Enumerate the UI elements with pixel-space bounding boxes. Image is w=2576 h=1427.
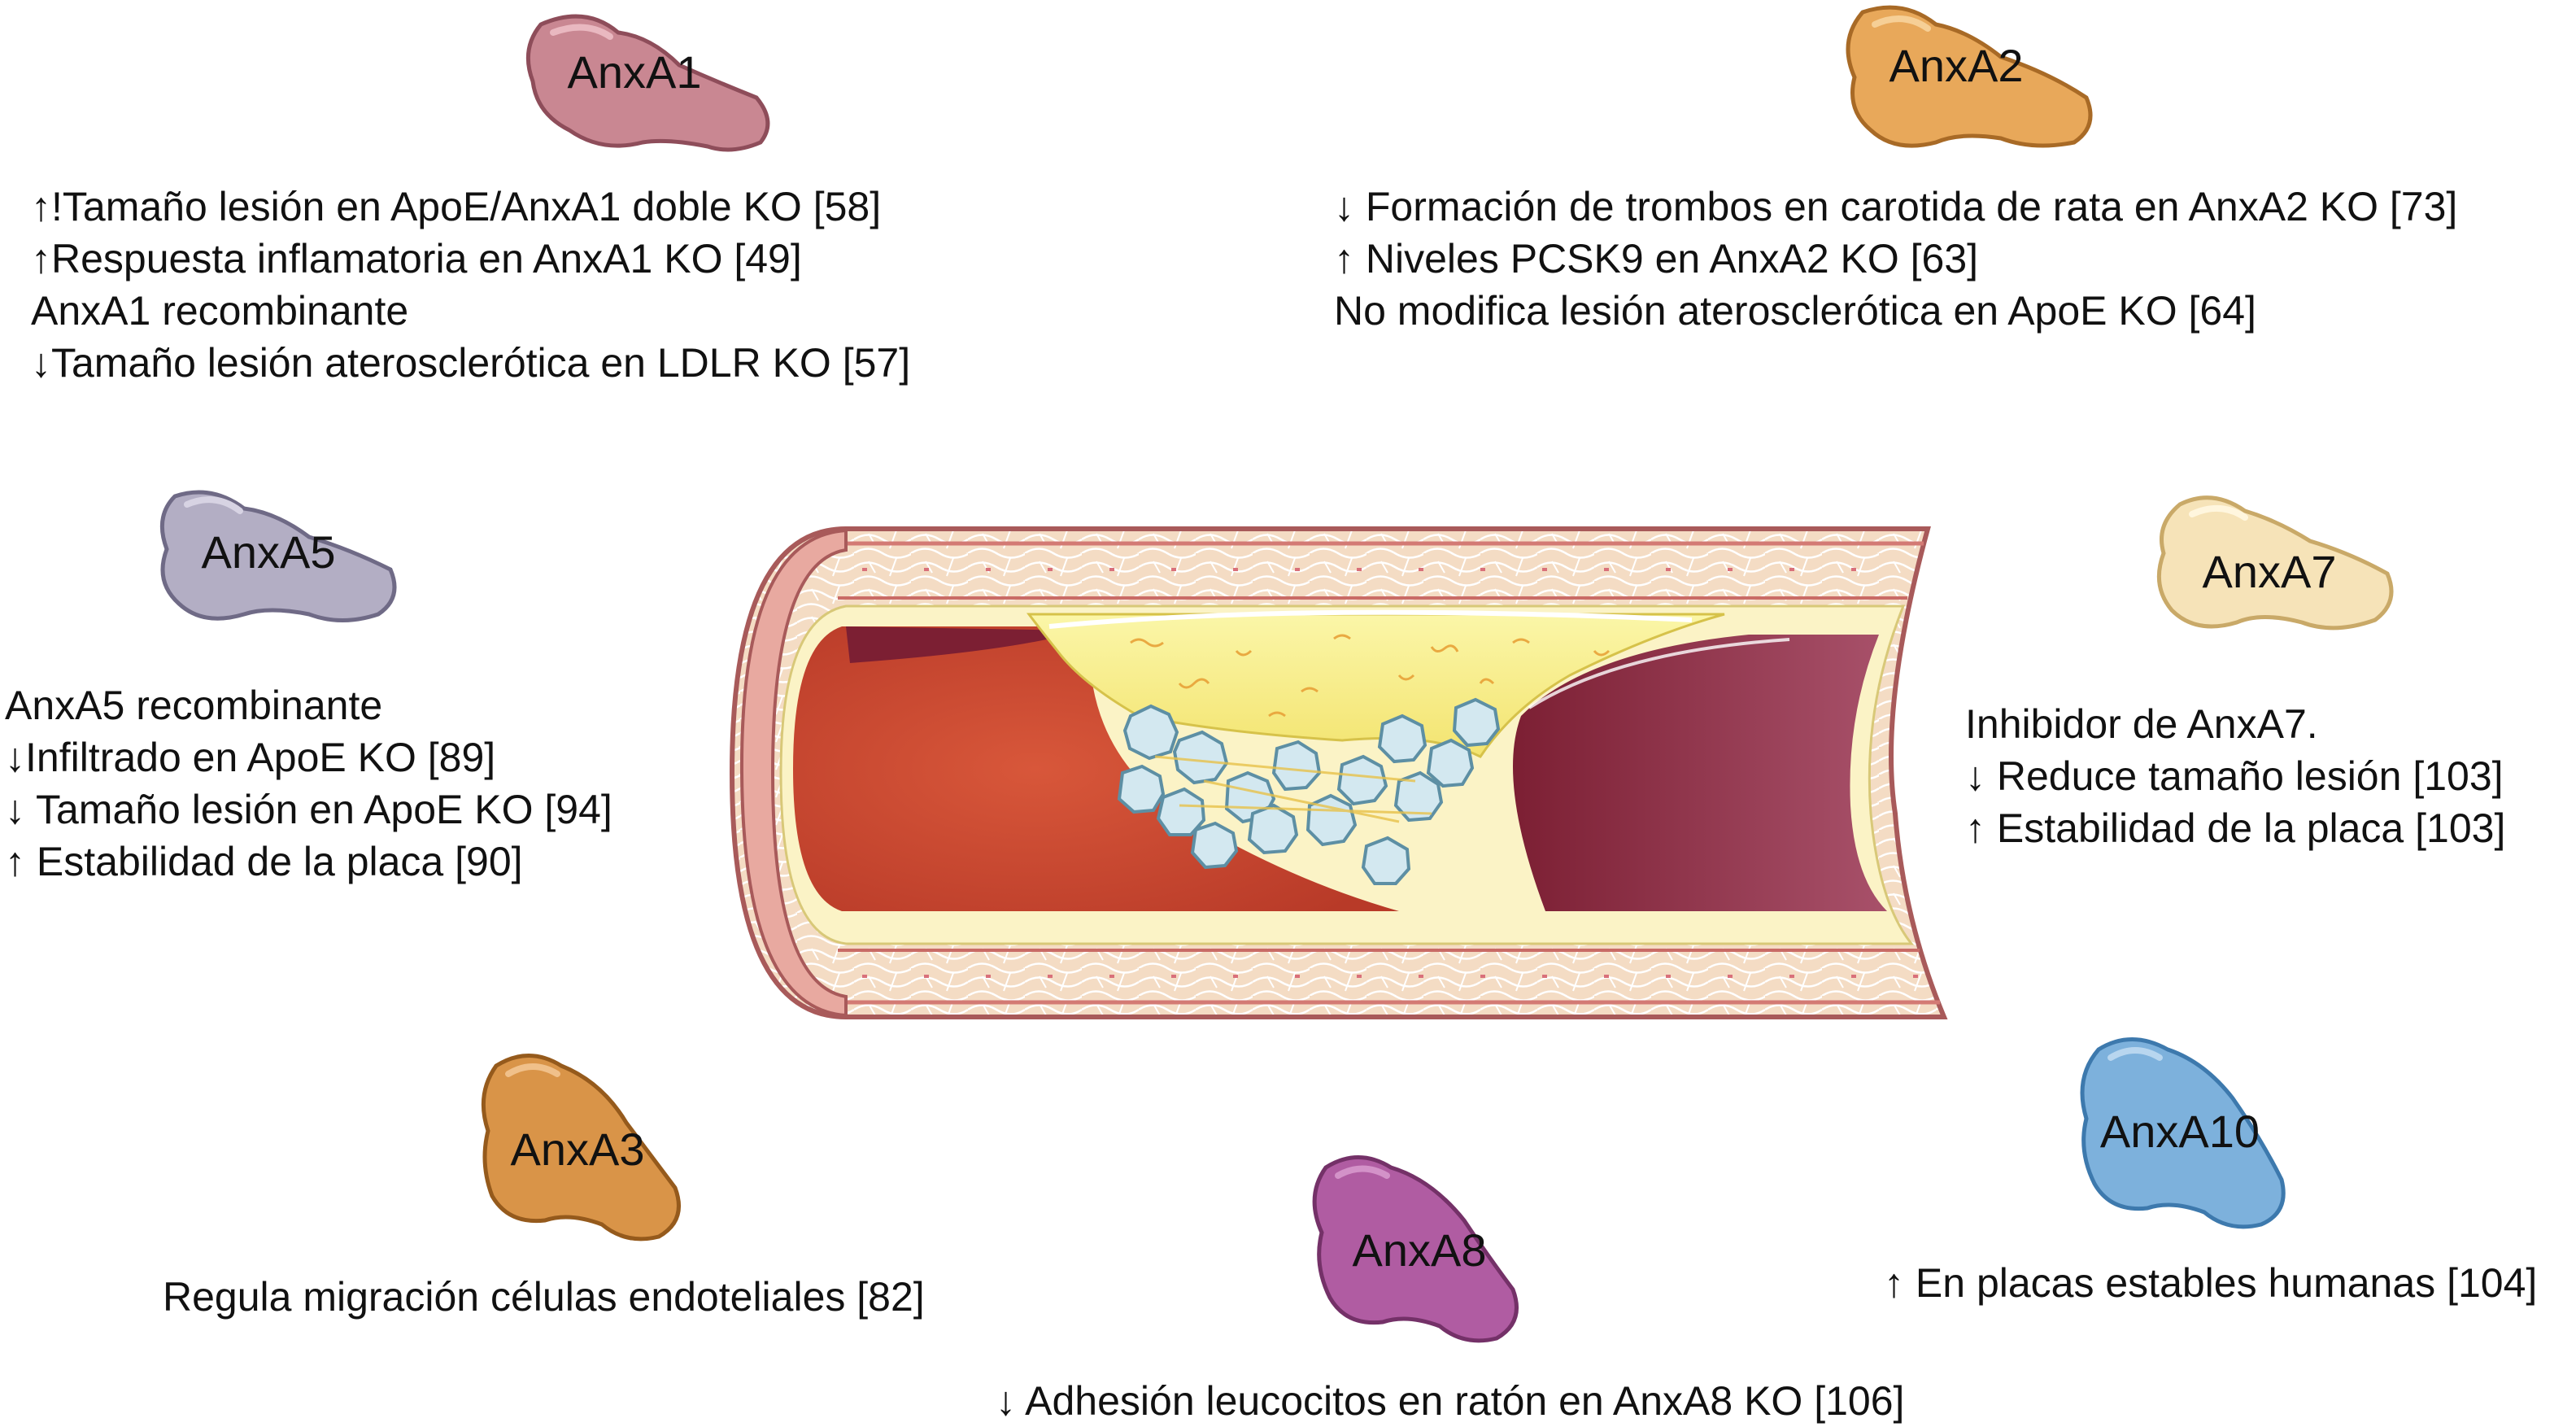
anxa10-blob-icon bbox=[2080, 1037, 2286, 1229]
anxa7-blob-icon bbox=[2156, 495, 2394, 631]
anxa2-effects: ↓ Formación de trombos en carotida de ra… bbox=[1334, 181, 2457, 337]
anxa2-effect-3: No modifica lesión aterosclerótica en Ap… bbox=[1334, 288, 2256, 334]
anxa8-protein: AnxA8 bbox=[1312, 1155, 1519, 1343]
anxa5-blob-icon bbox=[159, 490, 397, 622]
anxa2-effect-1: ↓ Formación de trombos en carotida de ra… bbox=[1334, 184, 2458, 229]
anxa1-effect-2: ↑Respuesta inflamatoria en AnxA1 KO [49] bbox=[31, 236, 802, 281]
anxa1-effect-3: AnxA1 recombinante bbox=[31, 288, 409, 334]
anxa7-effects: Inhibidor de AnxA7. ↓ Reduce tamaño lesi… bbox=[1965, 698, 2505, 854]
anxa5-label: AnxA5 bbox=[202, 526, 336, 578]
anxa1-protein: AnxA1 bbox=[525, 14, 770, 152]
anxa7-effect-1: Inhibidor de AnxA7. bbox=[1965, 701, 2318, 747]
anxa2-effect-2: ↑ Niveles PCSK9 en AnxA2 KO [63] bbox=[1334, 236, 1979, 281]
plaque-lipid-core bbox=[1026, 613, 1725, 758]
vessel-open-end bbox=[739, 528, 848, 1018]
anxa1-blob-icon bbox=[525, 14, 770, 152]
anxa5-effects: AnxA5 recombinante ↓Infiltrado en ApoE K… bbox=[5, 679, 612, 888]
vessel-lumen-right bbox=[1513, 635, 1887, 911]
anxa3-label: AnxA3 bbox=[511, 1124, 645, 1175]
anxa3-blob-icon bbox=[481, 1054, 681, 1242]
anxa5-protein: AnxA5 bbox=[159, 490, 397, 622]
anxa5-effect-4: ↑ Estabilidad de la placa [90] bbox=[5, 839, 523, 884]
anxa1-effect-4: ↓Tamaño lesión aterosclerótica en LDLR K… bbox=[31, 340, 911, 386]
anxa3-protein: AnxA3 bbox=[481, 1054, 681, 1242]
anxa8-effects: ↓ Adhesión leucocitos en ratón en AnxA8 … bbox=[996, 1375, 1904, 1427]
anxa1-effects: ↑!Tamaño lesión en ApoE/AnxA1 doble KO [… bbox=[31, 181, 910, 389]
anxa7-effect-2: ↓ Reduce tamaño lesión [103] bbox=[1965, 753, 2504, 799]
anxa10-label: AnxA10 bbox=[2100, 1106, 2260, 1157]
anxa8-label: AnxA8 bbox=[1353, 1224, 1487, 1276]
anxa2-blob-icon bbox=[1846, 5, 2093, 148]
anxa1-effect-1: ↑!Tamaño lesión en ApoE/AnxA1 doble KO [… bbox=[31, 184, 882, 229]
vessel-lumen-left bbox=[793, 626, 1399, 911]
anxa1-label: AnxA1 bbox=[568, 46, 702, 98]
anxa2-protein: AnxA2 bbox=[1846, 5, 2093, 148]
anxa5-effect-3: ↓ Tamaño lesión en ApoE KO [94] bbox=[5, 787, 612, 832]
anxa5-effect-2: ↓Infiltrado en ApoE KO [89] bbox=[5, 735, 496, 780]
anxa5-effect-1: AnxA5 recombinante bbox=[5, 683, 383, 728]
anxa7-protein: AnxA7 bbox=[2156, 495, 2394, 631]
anxa3-effects: Regula migración células endoteliales [8… bbox=[163, 1271, 925, 1323]
anxa10-effect-1: ↑ En placas estables humanas [104] bbox=[1884, 1260, 2538, 1306]
anxa7-label: AnxA7 bbox=[2203, 546, 2337, 597]
anxa8-effect-1: ↓ Adhesión leucocitos en ratón en AnxA8 … bbox=[996, 1378, 1905, 1424]
anxa8-blob-icon bbox=[1312, 1155, 1519, 1343]
anxa2-label: AnxA2 bbox=[1890, 40, 2024, 91]
foam-cells-cluster bbox=[1117, 697, 1501, 885]
artery-illustration bbox=[729, 526, 1948, 1019]
anxa10-effects: ↑ En placas estables humanas [104] bbox=[1884, 1257, 2537, 1309]
anxa3-effect-1: Regula migración células endoteliales [8… bbox=[163, 1274, 925, 1320]
anxa7-effect-3: ↑ Estabilidad de la placa [103] bbox=[1965, 805, 2506, 851]
anxa10-protein: AnxA10 bbox=[2080, 1037, 2286, 1229]
